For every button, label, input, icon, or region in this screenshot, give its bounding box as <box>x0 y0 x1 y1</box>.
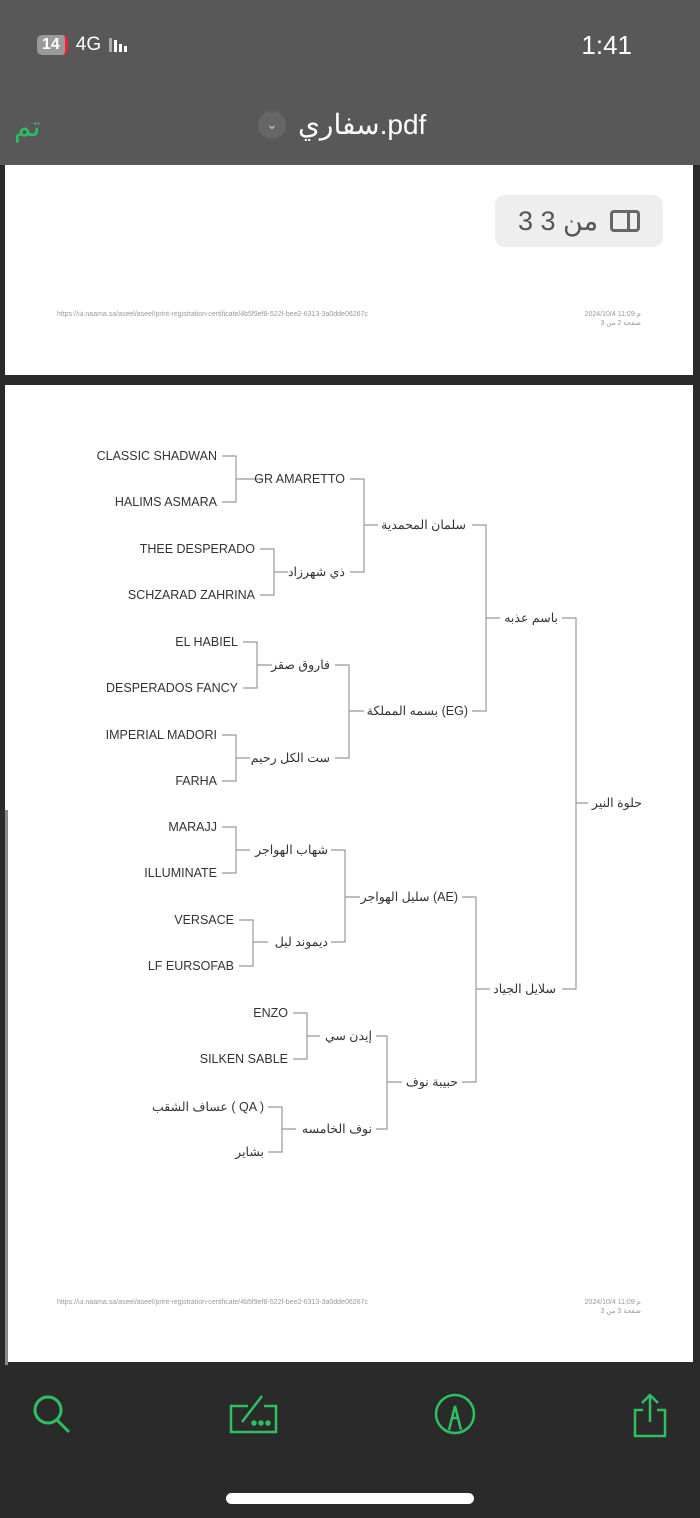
pedigree-gen2: حبيبة نوف <box>405 1075 458 1089</box>
sidebar-icon <box>610 210 641 232</box>
connector <box>350 478 378 573</box>
status-bar-left: 14 4G <box>37 34 128 56</box>
share-icon[interactable] <box>630 1392 670 1440</box>
pedigree-gen2: بسمه المملكة (EG) <box>366 704 468 718</box>
done-button[interactable]: تم <box>14 111 41 142</box>
pedigree-gen4: SCHZARAD ZAHRINA <box>127 588 255 602</box>
pedigree-gen4: VERSACE <box>174 913 234 927</box>
pedigree-gen3: نوف الخامسه <box>301 1122 372 1136</box>
pedigree-gen4: بشاير <box>235 1145 264 1159</box>
pedigree-sire: باسم عذبه <box>504 611 558 625</box>
footer-url: https://ui.naama.sa/aseel/aseel/print-re… <box>57 311 368 318</box>
pedigree-gen2: سلمان المحمدية <box>381 518 466 532</box>
pedigree-gen3: إيدن سي <box>324 1029 372 1043</box>
connector <box>222 455 262 503</box>
pdf-page-3: https://ui.naama.sa/aseel/aseel/print-re… <box>5 385 693 1362</box>
document-title-text: سفاري.pdf <box>298 109 427 140</box>
connector <box>562 617 588 990</box>
connector <box>222 826 250 874</box>
footer-date: 2024/10/4 11:09 م صفحة 2 من 3 <box>585 310 641 328</box>
pedigree-gen4: MARAJJ <box>168 820 217 834</box>
connector <box>239 919 268 967</box>
chevron-down-icon[interactable]: ⌄ <box>258 110 286 139</box>
pedigree-gen3: GR AMARETTO <box>254 472 345 486</box>
clock: 1:41 <box>581 30 632 60</box>
footer-date-text: 2024/10/4 11:09 م <box>584 1299 641 1306</box>
pedigree-gen4: SILKEN SABLE <box>199 1052 288 1066</box>
top-bar: 14 4G 1:41 تم ⌄ سفاري.pdf <box>0 0 700 165</box>
connector <box>243 641 272 689</box>
pedigree-dam: سلايل الجياد <box>493 982 556 996</box>
page-indicator[interactable]: 3 من 3 <box>495 195 663 247</box>
footer-page-number: صفحة 3 من 3 <box>600 1308 641 1315</box>
scrollbar[interactable] <box>5 810 8 1365</box>
markup-icon[interactable] <box>433 1392 477 1436</box>
connector <box>268 1106 296 1153</box>
footer-url: https://ui.naama.sa/aseel/aseel/print-re… <box>57 1299 368 1306</box>
home-indicator[interactable] <box>226 1493 474 1504</box>
pedigree-gen3: فاروق صقر <box>271 658 330 672</box>
pedigree-gen4: FARHA <box>175 774 217 788</box>
connector <box>293 1012 320 1060</box>
footer-date: 2024/10/4 11:09 م صفحة 3 من 3 <box>585 1298 641 1316</box>
pedigree-gen3: ست الكل رحيم <box>250 751 330 765</box>
battery-indicator: 14 <box>37 35 68 55</box>
pedigree-gen4: CLASSIC SHADWAN <box>96 449 217 463</box>
pedigree-gen4: THEE DESPERADO <box>139 542 255 556</box>
pedigree-gen3: شهاب الهواجر <box>255 843 328 857</box>
network-label: 4G <box>75 34 102 55</box>
form-fill-icon[interactable] <box>228 1392 280 1436</box>
connector <box>472 524 500 712</box>
footer-page-number: صفحة 2 من 3 <box>600 320 641 327</box>
signal-icon <box>109 38 128 52</box>
pedigree-gen4: IMPERIAL MADORI <box>105 728 217 742</box>
pedigree-gen3: ذي شهرزاد <box>287 565 345 579</box>
connector <box>222 734 250 782</box>
document-title[interactable]: ⌄ سفاري.pdf <box>258 108 426 141</box>
connector <box>331 849 360 943</box>
pedigree-gen4: LF EURSOFAB <box>147 959 234 973</box>
pedigree-gen3: ديموند ليل <box>274 935 328 949</box>
pedigree-gen4: عساف الشقب ( QA ) <box>151 1100 264 1114</box>
footer-date-text: 2024/10/4 11:09 م <box>584 311 641 318</box>
pedigree-gen4: DESPERADOS FANCY <box>106 681 238 695</box>
search-icon[interactable] <box>30 1392 74 1436</box>
connector <box>462 896 490 1083</box>
page-indicator-label: 3 من 3 <box>517 205 599 236</box>
pedigree-gen4: ILLUMINATE <box>144 866 217 880</box>
pedigree-gen2: سليل الهواجر (AE) <box>360 890 458 904</box>
pedigree-gen4: EL HABIEL <box>175 635 238 649</box>
connector <box>260 548 288 596</box>
pedigree-horse-self: حلوة النير <box>591 796 642 810</box>
pedigree-gen4: ENZO <box>253 1006 288 1020</box>
pedigree-gen4: HALIMS ASMARA <box>114 495 217 509</box>
connector <box>335 664 364 759</box>
connector <box>376 1035 402 1130</box>
